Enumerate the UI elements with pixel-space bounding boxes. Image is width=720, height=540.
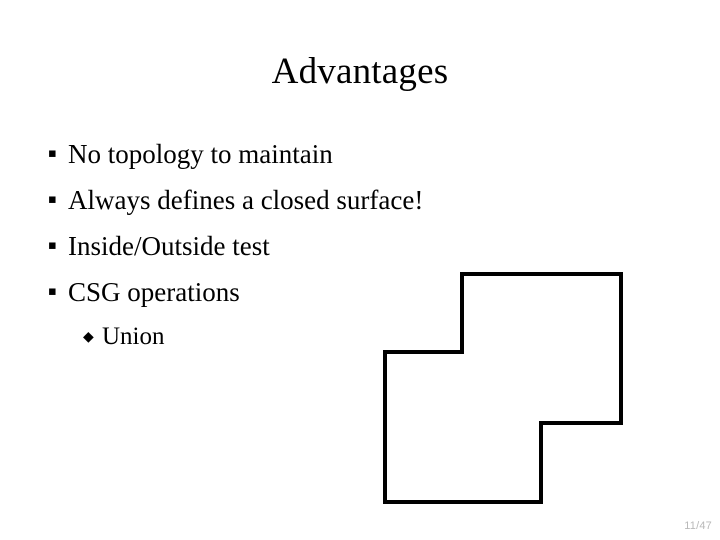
square-bullet-icon: ▪ — [48, 192, 57, 207]
sub-list-item-label: Union — [102, 323, 165, 350]
list-item: ▪ Inside/Outside test — [38, 223, 538, 269]
square-bullet-icon: ▪ — [48, 238, 57, 253]
union-polygon — [383, 272, 623, 504]
list-item-label: Inside/Outside test — [68, 231, 270, 261]
list-item-label: Always defines a closed surface! — [68, 185, 424, 215]
page-number: 11/47 — [684, 520, 712, 532]
bullet-list: ▪ No topology to maintain ▪ Always defin… — [38, 131, 538, 359]
union-figure — [375, 262, 635, 514]
list-item-label: CSG operations — [68, 277, 240, 307]
list-item: ▪ CSG operations — [38, 269, 538, 315]
list-item: ▪ No topology to maintain — [38, 131, 538, 177]
page-title: Advantages — [271, 51, 449, 92]
union-figure-svg — [383, 272, 623, 504]
diamond-bullet-icon: ◆ — [83, 329, 94, 345]
square-bullet-icon: ▪ — [48, 146, 57, 161]
square-bullet-icon: ▪ — [48, 284, 57, 299]
list-item: ▪ Always defines a closed surface! — [38, 177, 538, 223]
sub-list-item: ◆ Union — [38, 315, 538, 359]
list-item-label: No topology to maintain — [68, 139, 333, 169]
